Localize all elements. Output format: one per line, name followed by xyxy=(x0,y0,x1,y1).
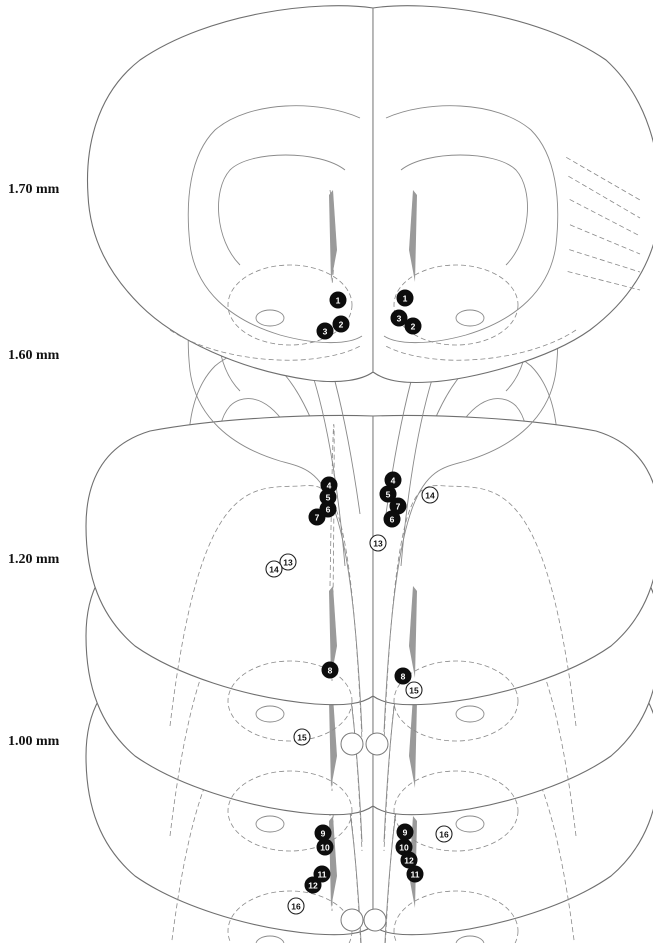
small-nucleus-right xyxy=(456,936,484,943)
marker-label: 6 xyxy=(390,515,395,525)
open-site-marker-15: 15 xyxy=(294,729,310,745)
filled-site-marker-1: 1 xyxy=(330,292,346,308)
marker-label: 4 xyxy=(391,476,396,486)
level-label-1-00mm: 1.00 mm xyxy=(8,734,59,750)
filled-site-marker-10: 10 xyxy=(317,839,333,855)
open-site-marker-14: 14 xyxy=(266,561,282,577)
marker-label: 3 xyxy=(323,327,328,337)
marker-label: 16 xyxy=(439,830,449,840)
filled-site-marker-7: 7 xyxy=(309,509,325,525)
filled-site-marker-9: 9 xyxy=(315,825,331,841)
open-site-marker-13: 13 xyxy=(370,535,386,551)
filled-site-marker-12: 12 xyxy=(305,877,321,893)
open-site-marker-15: 15 xyxy=(406,682,422,698)
marker-label: 10 xyxy=(320,843,330,853)
marker-label: 12 xyxy=(308,881,318,891)
filled-site-marker-8: 8 xyxy=(395,668,411,684)
marker-label: 5 xyxy=(386,490,391,500)
optic-tract-circle xyxy=(364,909,386,931)
marker-label: 10 xyxy=(399,843,409,853)
marker-label: 9 xyxy=(403,828,408,838)
marker-label: 8 xyxy=(328,666,333,676)
marker-label: 9 xyxy=(321,829,326,839)
marker-label: 15 xyxy=(297,733,307,743)
filled-site-marker-6: 6 xyxy=(384,511,400,527)
marker-label: 6 xyxy=(326,505,331,515)
optic-tract-circle xyxy=(341,733,363,755)
marker-label: 11 xyxy=(411,870,420,880)
marker-label: 12 xyxy=(404,856,414,866)
marker-label: 14 xyxy=(269,565,279,575)
marker-label: 11 xyxy=(318,870,327,880)
marker-label: 7 xyxy=(315,513,320,523)
marker-label: 16 xyxy=(291,902,301,912)
optic-tract-circle xyxy=(366,733,388,755)
marker-label: 3 xyxy=(397,314,402,324)
marker-label: 14 xyxy=(425,491,435,501)
level-label-1-20mm: 1.20 mm xyxy=(8,552,59,568)
level-label-1-60mm: 1.60 mm xyxy=(8,348,59,364)
filled-site-marker-3: 3 xyxy=(391,310,407,326)
marker-label: 8 xyxy=(401,672,406,682)
filled-site-marker-9: 9 xyxy=(397,824,413,840)
filled-site-marker-3: 3 xyxy=(317,323,333,339)
optic-tract-circle xyxy=(341,909,363,931)
filled-site-marker-11: 11 xyxy=(407,866,423,882)
marker-label: 13 xyxy=(283,558,293,568)
filled-site-marker-2: 2 xyxy=(333,316,349,332)
marker-label: 2 xyxy=(339,320,344,330)
open-site-marker-16: 16 xyxy=(436,826,452,842)
section-1-70mm xyxy=(88,6,653,383)
small-nucleus-left xyxy=(256,936,284,943)
open-site-marker-14: 14 xyxy=(422,487,438,503)
marker-label: 7 xyxy=(396,502,401,512)
marker-label: 1 xyxy=(403,294,408,304)
open-site-marker-16: 16 xyxy=(288,898,304,914)
level-label-1-70mm: 1.70 mm xyxy=(8,182,59,198)
marker-label: 1 xyxy=(336,296,341,306)
marker-label: 2 xyxy=(411,322,416,332)
filled-site-marker-8: 8 xyxy=(322,662,338,678)
marker-label: 15 xyxy=(409,686,419,696)
filled-site-marker-2: 2 xyxy=(405,318,421,334)
filled-site-marker-1: 1 xyxy=(397,290,413,306)
marker-label: 13 xyxy=(373,539,383,549)
